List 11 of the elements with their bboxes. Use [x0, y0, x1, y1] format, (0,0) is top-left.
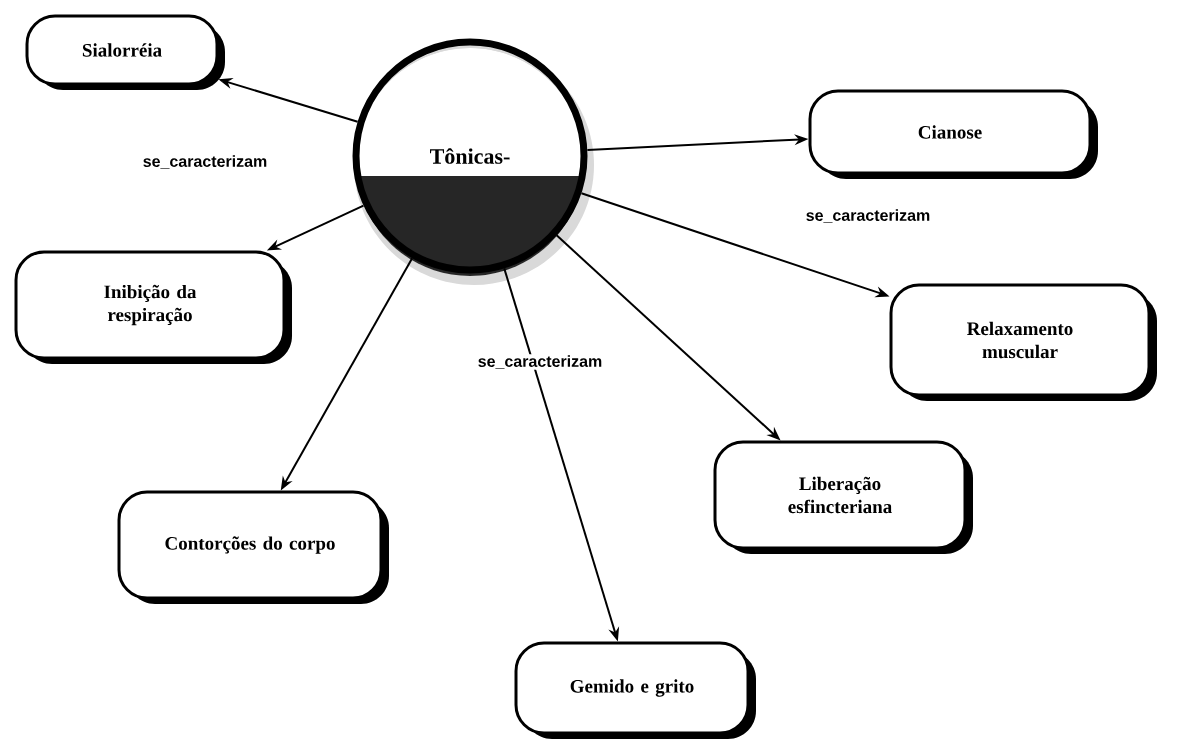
edge-label: se_caracterizam — [476, 354, 604, 370]
rounded-box: Cianose — [808, 89, 1098, 179]
rounded-box: Inibição da respiração — [14, 250, 292, 364]
circle-node: Tônicas- — [352, 38, 594, 285]
rounded-box: Liberação esfincteriana — [713, 440, 973, 554]
rounded-box: Relaxamento muscular — [889, 283, 1157, 401]
rounded-box: Contorções do corpo — [117, 490, 389, 604]
edge-label: se_caracterizam — [141, 154, 269, 170]
rounded-box: Gemido e grito — [514, 641, 756, 739]
edge-label: se_caracterizam — [804, 208, 932, 224]
rounded-box: Sialorréia — [25, 14, 225, 90]
